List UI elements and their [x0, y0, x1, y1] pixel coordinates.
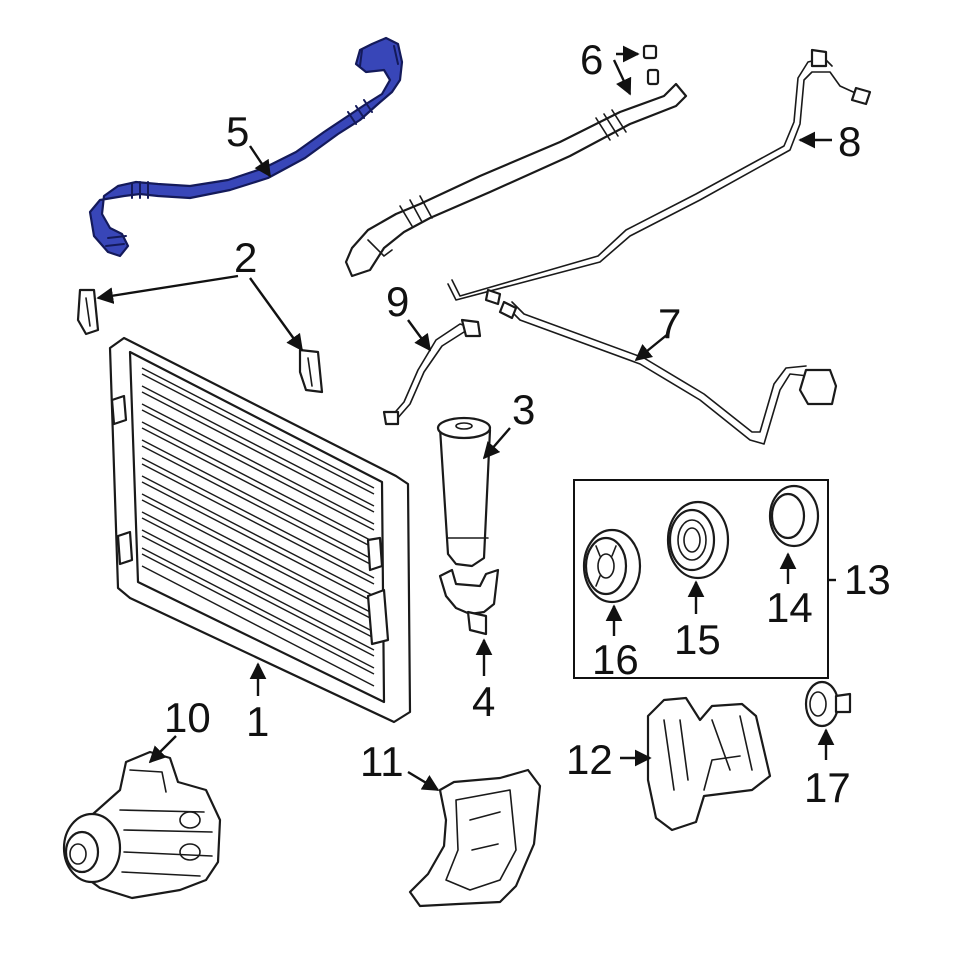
leader-lines: [96, 45, 836, 792]
leader-7: [634, 333, 669, 362]
pulley-part-15[interactable]: [666, 500, 730, 580]
leader-9: [407, 319, 431, 352]
leader-2a: [96, 274, 239, 304]
callout-5[interactable]: 5: [226, 108, 249, 155]
clutch-hub-part-16[interactable]: [582, 528, 642, 604]
field-coil-part-14[interactable]: [768, 484, 820, 548]
callout-7[interactable]: 7: [658, 300, 681, 347]
leader-11: [407, 770, 440, 792]
leader-10: [148, 735, 177, 764]
leader-6b: [612, 59, 632, 96]
callout-11[interactable]: 11: [360, 738, 404, 785]
liquid-line-part-8[interactable]: [447, 48, 872, 306]
condenser-part-1[interactable]: [108, 336, 412, 724]
drier-bracket-part-4[interactable]: [438, 568, 500, 636]
callout-2[interactable]: 2: [234, 234, 257, 281]
tube-part-9[interactable]: [382, 318, 482, 426]
callout-3[interactable]: 3: [512, 386, 535, 433]
leader-3: [482, 427, 511, 460]
callout-labels: 5 2 6 8 7 9 3 4 1 10 11 12 13 14 15 16 1…: [164, 36, 891, 811]
callout-4[interactable]: 4: [472, 678, 495, 725]
callout-10[interactable]: 10: [164, 694, 211, 741]
callout-17[interactable]: 17: [804, 764, 851, 811]
idler-pulley-part-17[interactable]: [804, 680, 852, 728]
mounting-bracket-part-11[interactable]: [408, 768, 542, 908]
suction-tube-part-6[interactable]: [344, 44, 688, 278]
callout-14[interactable]: 14: [766, 584, 813, 631]
callout-8[interactable]: 8: [838, 118, 861, 165]
callout-12[interactable]: 12: [566, 736, 613, 783]
receiver-drier-part-3[interactable]: [436, 416, 492, 568]
callout-1[interactable]: 1: [246, 698, 269, 745]
callout-15[interactable]: 15: [674, 616, 721, 663]
callout-6[interactable]: 6: [580, 36, 603, 83]
discharge-line-part-7[interactable]: [498, 300, 838, 445]
hose-assembly-part-5[interactable]: [88, 36, 404, 258]
compressor-part-10[interactable]: [62, 750, 222, 900]
callout-16[interactable]: 16: [592, 636, 639, 683]
leader-5: [249, 145, 271, 178]
mounting-bracket-part-12[interactable]: [646, 696, 772, 832]
callout-13[interactable]: 13: [844, 556, 891, 603]
bracket-part-2[interactable]: [76, 288, 324, 394]
callout-9[interactable]: 9: [386, 278, 409, 325]
leader-2b: [249, 277, 303, 352]
